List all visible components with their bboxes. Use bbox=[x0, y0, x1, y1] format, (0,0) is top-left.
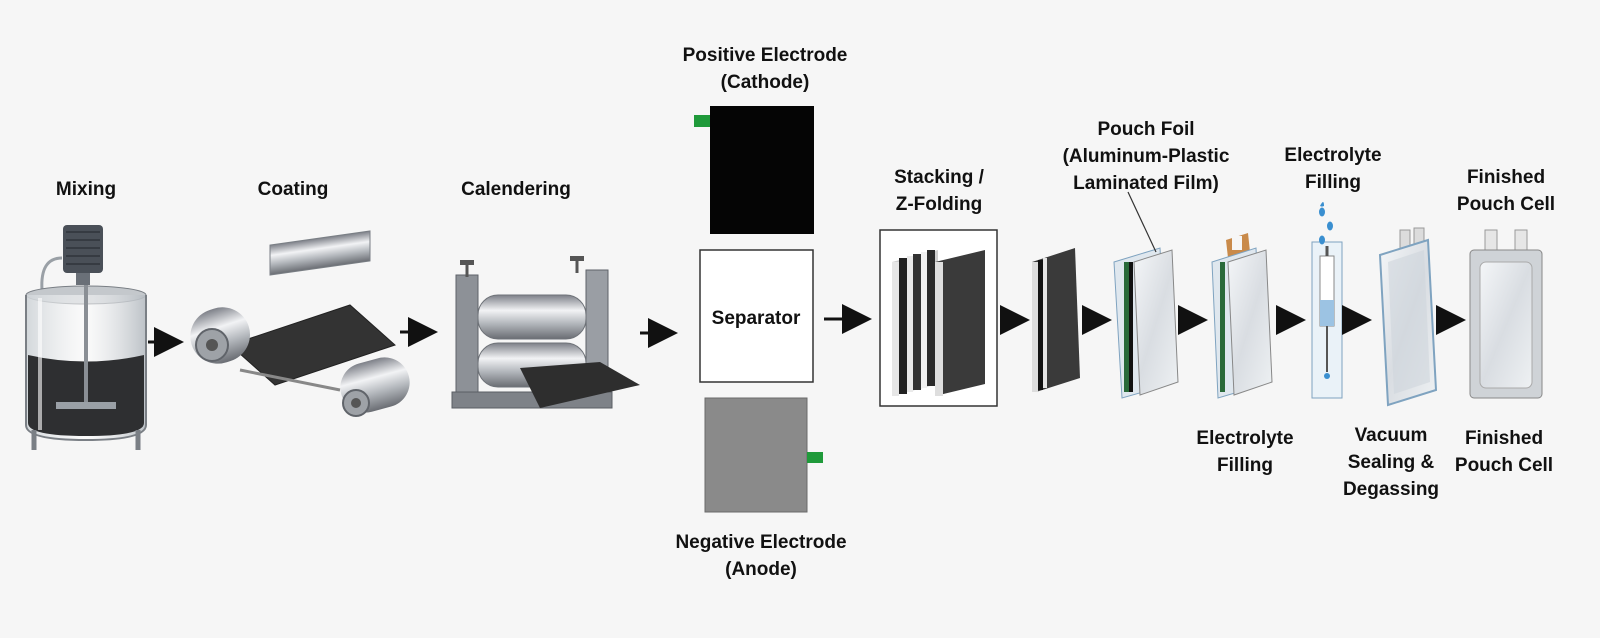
sealed-pouch-icon bbox=[1378, 227, 1438, 407]
cathode-sheet-icon bbox=[694, 106, 814, 234]
label-stacking: Stacking /Z-Folding bbox=[894, 167, 984, 215]
label-calendering: Calendering bbox=[461, 179, 571, 200]
stacking-stack-icon bbox=[879, 229, 998, 407]
pouch-foil-icon bbox=[1113, 191, 1179, 399]
mixing-tank-icon bbox=[25, 225, 147, 450]
electrode-stack-icon bbox=[1032, 248, 1080, 392]
electrolyte-drop bbox=[1319, 207, 1325, 217]
flow-arrows bbox=[148, 304, 1466, 357]
label-positive-electrode: Positive Electrode(Cathode) bbox=[682, 45, 848, 93]
syringe-filling-icon bbox=[1311, 202, 1343, 399]
finished-pouch-cell-icon bbox=[1469, 229, 1543, 399]
coating-machine-icon bbox=[190, 230, 410, 417]
label-coating: Coating bbox=[257, 179, 329, 200]
pouch-with-tab-icon bbox=[1211, 233, 1273, 399]
label-negative-electrode: Negative Electrode(Anode) bbox=[675, 532, 847, 580]
anode-sheet-icon bbox=[704, 397, 823, 513]
label-separator: Separator bbox=[712, 308, 801, 329]
calendering-machine-icon bbox=[451, 256, 640, 409]
label-mixing: Mixing bbox=[55, 179, 117, 200]
separator-sheet-icon bbox=[699, 249, 814, 383]
